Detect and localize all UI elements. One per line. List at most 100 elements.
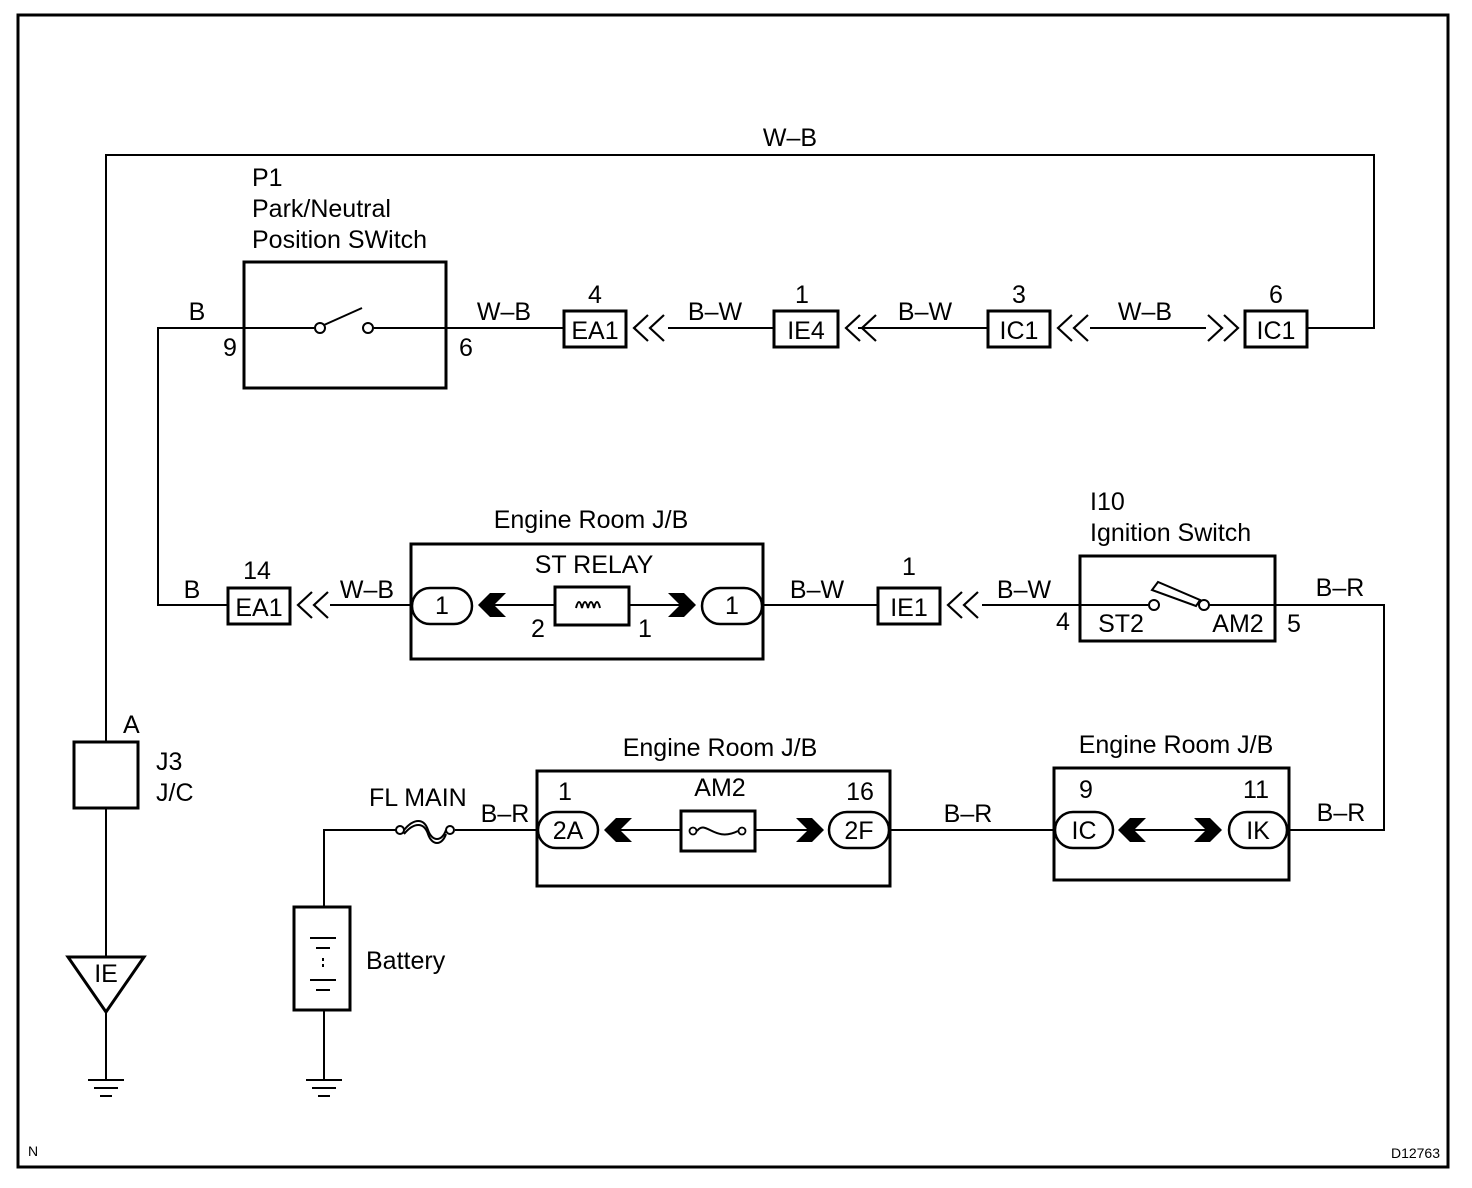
wire-label-ign-right: B–R <box>1316 574 1365 602</box>
ignition-switch-contact <box>1080 580 1275 611</box>
jb-terminal-ic-label: IC <box>1072 817 1097 845</box>
arrow-right-icon <box>668 593 696 617</box>
connector-ic1-left <box>986 309 1052 349</box>
jb-terminal-ik <box>1227 810 1289 850</box>
wire-label-ea1-relay: W–B <box>340 576 394 604</box>
p1-switch-box <box>242 260 448 390</box>
jb-relay-terminal-left <box>410 586 474 626</box>
wire-label-top-loop: W–B <box>763 124 817 152</box>
wire-label-relay-ie1: B–W <box>790 576 845 604</box>
wires <box>105 154 1385 1080</box>
ignition-name: Ignition Switch <box>1090 519 1251 547</box>
connector-ie1 <box>876 586 942 626</box>
ground-symbol-left <box>88 1079 124 1097</box>
st-relay-pin2: 2 <box>531 615 545 643</box>
connector-ea1-top-pin: 4 <box>588 281 602 309</box>
connector-ie4 <box>772 309 840 349</box>
connector-ie4-label: IE4 <box>787 317 825 345</box>
st-relay-label: ST RELAY <box>535 551 654 579</box>
fl-main-fuse <box>395 820 455 844</box>
ignition-st2: ST2 <box>1098 610 1144 638</box>
st-relay-coil <box>553 585 631 627</box>
chevron-left-icon <box>1056 314 1073 342</box>
arrow-right-icon <box>796 818 824 842</box>
ignition-pin-left: 4 <box>1056 608 1070 636</box>
jb-am2-terminal-right <box>827 810 891 850</box>
connector-ic1-left-label: IC1 <box>1000 317 1039 345</box>
am2-fuse-label: AM2 <box>694 774 745 802</box>
wire-top-loop <box>105 154 1375 742</box>
wire-label-p1-right: W–B <box>477 298 531 326</box>
p1-switch-contact <box>244 307 446 334</box>
connector-ie4-pin: 1 <box>795 281 809 309</box>
jb-ic-ik-pin-left: 9 <box>1079 776 1093 804</box>
arrow-left-icon <box>1118 818 1146 842</box>
jb-terminal-ik-label: IK <box>1246 817 1270 845</box>
connector-ea1-top-label: EA1 <box>571 317 618 345</box>
connector-ea1-mid <box>226 586 292 626</box>
ground-point-ie <box>65 955 147 1015</box>
wire-p1-left <box>157 327 244 606</box>
connector-ea1-top <box>562 309 628 349</box>
chevron-right-icon <box>1207 314 1224 342</box>
wire-label-fuse-2a: B–R <box>481 800 530 828</box>
connector-ic1-right <box>1243 309 1309 349</box>
wire-label-ie4-ic1: B–W <box>898 298 953 326</box>
jb-am2-pin-left: 1 <box>558 778 572 806</box>
wire-ign-right <box>1274 604 1385 831</box>
ground-point-label: IE <box>94 960 118 988</box>
jb-relay-terminal-left-label: 1 <box>435 592 449 620</box>
battery-body <box>292 905 352 1012</box>
wire-label-p1-left: B <box>189 298 206 326</box>
wire-label-ea1-ie4: B–W <box>688 298 743 326</box>
p1-pin-right: 6 <box>459 334 473 362</box>
figure-id: D12763 <box>1391 1145 1440 1161</box>
jb-am2-terminal-right-label: 2F <box>844 817 873 845</box>
chevron-left-icon <box>296 591 313 619</box>
jb-terminal-ic <box>1053 810 1115 850</box>
ignition-code: I10 <box>1090 488 1125 516</box>
chevron-left-icon <box>962 591 979 619</box>
j3-pin: A <box>123 711 140 739</box>
fuse-icon <box>688 826 747 836</box>
connector-ic1-right-pin: 6 <box>1269 281 1283 309</box>
connector-ic1-right-label: IC1 <box>1257 317 1296 345</box>
chevron-left-icon <box>648 314 665 342</box>
chevron-left-icon <box>844 314 861 342</box>
connector-ie1-pin: 1 <box>902 553 916 581</box>
battery-icon <box>310 937 336 991</box>
ignition-pin-right: 5 <box>1287 610 1301 638</box>
jb-am2-terminal-left-label: 2A <box>553 817 584 845</box>
wire-label-2f-ic: B–R <box>944 800 993 828</box>
connector-ic1-left-pin: 3 <box>1012 281 1026 309</box>
arrow-left-icon <box>604 818 632 842</box>
ground-symbol-battery <box>306 1079 342 1097</box>
chevron-left-icon <box>632 314 649 342</box>
connector-ea1-mid-label: EA1 <box>235 594 282 622</box>
p1-pin-left: 9 <box>223 334 237 362</box>
jb-ic-ik-pin-right: 11 <box>1243 776 1269 804</box>
j3-name: J/C <box>156 779 194 807</box>
chevron-right-icon <box>1223 314 1240 342</box>
jb-am2-terminal-left <box>536 810 600 850</box>
chevron-left-icon <box>860 314 877 342</box>
wire-battery-top <box>323 829 397 907</box>
chevron-left-icon <box>946 591 963 619</box>
jb-am2-title: Engine Room J/B <box>623 734 818 762</box>
wire-label-ic1-ic1: W–B <box>1118 298 1172 326</box>
arrow-right-icon <box>1194 818 1222 842</box>
j3-junction-connector <box>72 740 140 810</box>
wire-label-ea1-mid-left: B <box>184 576 201 604</box>
jb-relay-terminal-right-label: 1 <box>725 592 739 620</box>
jb-relay-terminal-right <box>700 586 764 626</box>
fl-main-label: FL MAIN <box>369 784 467 812</box>
battery-label: Battery <box>366 947 446 975</box>
p1-name-line1: Park/Neutral <box>252 195 391 223</box>
coil-icon <box>575 601 601 609</box>
jb-ic-ik-title: Engine Room J/B <box>1079 731 1274 759</box>
p1-code: P1 <box>252 164 283 192</box>
wire-label-right-low: B–R <box>1317 799 1366 827</box>
p1-name-line2: Position SWitch <box>252 226 427 254</box>
j3-code: J3 <box>156 748 182 776</box>
